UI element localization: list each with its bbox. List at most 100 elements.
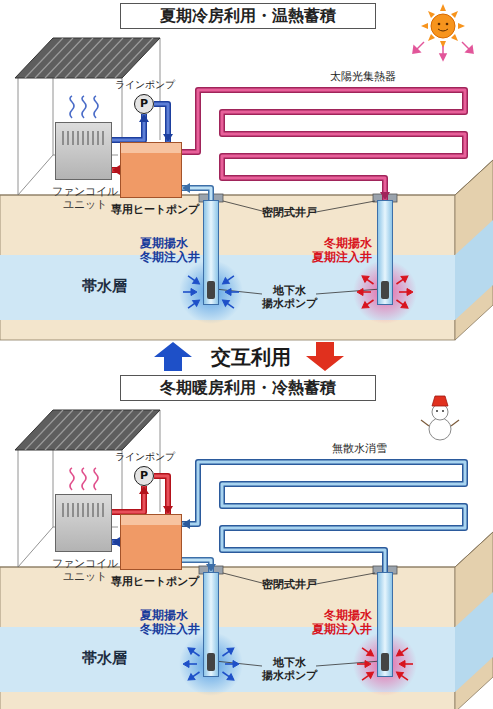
sun-disc [431,14,455,38]
callout-label: 地下水 揚水ポンプ [258,656,320,682]
sunlight-arrow-head [440,54,446,60]
arrow-head [112,165,120,175]
pipe-outline [182,560,211,572]
snowman-icon [421,396,459,440]
winter-panel-ground [0,410,493,709]
well-pump [207,653,215,671]
arrow-head [139,486,149,494]
warm-air-waves [70,468,98,490]
sun-eye [446,23,449,26]
unit-label: 専用ヒートポンプ [109,203,201,216]
sealed-well: 冬期揚水 夏期注入井 [377,200,393,305]
well-pump [381,653,389,671]
pipe-outline [112,486,144,512]
air-wave [70,468,74,490]
callout-label: 無散水消雪 [332,442,422,455]
unit-label: 専用ヒートポンプ [109,575,201,588]
well-label: 冬期揚水 夏期注入井 [308,236,372,265]
switch-arrow-down [306,342,344,371]
pipe-connector [182,90,465,200]
pipe-connector [182,462,465,572]
snowman-eye [442,410,444,412]
snowman-bucket [432,396,448,406]
panel-title-box: 夏期冷房利用・温熱蓄積 [120,3,376,29]
air-wave [70,96,74,118]
pipe-outline [112,114,144,140]
sunlight-arrow [442,46,444,56]
snowman-arm [421,420,429,426]
cool-air-waves [70,96,98,118]
panel-heading: 夏期冷房利用・温熱蓄積 [121,4,375,28]
fan-coil-unit: ファンコイル ユニット [55,494,112,552]
well-pump [207,281,215,299]
well-label: 夏期揚水 冬期注入井 [140,236,200,265]
pipe-outline [154,476,168,514]
pipe-connector [154,476,173,514]
sunlight-arrows [413,42,473,60]
arrow-head [182,519,190,529]
snowman-body [429,418,451,440]
callout-label: 太陽光集熱器 [330,70,420,83]
switch-arrow-up [154,342,192,371]
pipe-core [112,486,144,512]
pipe-core [154,476,168,514]
pipe-outline [182,462,465,572]
arrow-head [206,564,216,572]
well-label: 冬期揚水 夏期注入井 [308,608,372,637]
sunlight-arrow-head [413,46,420,53]
heat-pump: 専用ヒートポンプ [120,514,182,570]
air-wave [94,468,98,490]
arrow-head [112,537,120,547]
sealed-well: 夏期揚水 冬期注入井 [203,572,219,677]
pipe-core [182,90,465,200]
pump-symbol-letter: P [135,95,153,113]
sun-icon [413,4,473,60]
sun-ray [421,23,428,29]
sunlight-arrow [462,42,470,50]
pipe-connector [112,114,149,140]
callout-label: 密閉式井戸 [262,578,322,591]
sunlight-arrow [416,42,424,50]
well-label: 夏期揚水 冬期注入井 [140,608,200,637]
sun-ray [458,23,465,29]
sun-ray [440,4,446,11]
pump-symbol-letter: P [135,467,153,485]
unit-top-face [121,143,181,153]
pipe-connector [182,183,211,200]
sun-rays [421,4,465,48]
mode-caption: 交互利用 [203,345,299,369]
pipe-connector [154,104,173,142]
snowman-head [432,404,448,420]
pipe-core [154,104,168,142]
arrow-head [380,192,390,200]
callout-label: 密閉式井戸 [262,206,322,219]
pipe-outline [154,104,168,142]
air-wave [82,468,86,490]
pipe-core [182,560,211,572]
unit-grille [62,503,105,517]
air-wave [94,96,98,118]
snowman-arm [451,420,459,426]
pipe-outline [112,539,120,545]
summer-panel-ground [0,38,493,340]
line-pump: ラインポンプP [134,466,154,486]
arrow-head [182,183,190,193]
sun-eye [438,23,441,26]
panel-heading: 冬期暖房利用・冷熱蓄積 [121,376,375,400]
pipe-outline [182,188,211,200]
sun-mouth [438,29,448,31]
panel-title-box: 冬期暖房利用・冷熱蓄積 [120,375,376,401]
pump-label: ラインポンプ [111,451,179,463]
arrow-head [163,134,173,142]
pipe-connector [112,165,120,175]
pipe-core [182,462,465,572]
sun-ray [428,34,435,41]
line-pump: ラインポンプP [134,94,154,114]
pump-label: ラインポンプ [111,79,179,91]
unit-grille [62,131,105,145]
pipe-outline [182,90,465,200]
pipe-connector [112,537,120,547]
pipe-connector [112,486,149,512]
heat-pump: 専用ヒートポンプ [120,142,182,198]
arrow-head [163,506,173,514]
